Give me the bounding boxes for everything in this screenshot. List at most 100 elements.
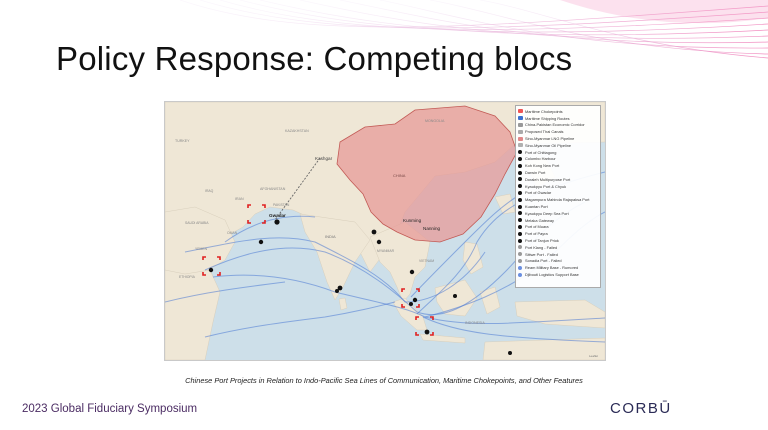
china-region (336, 105, 518, 243)
label-kazakhstan: KAZAKHSTAN (285, 129, 309, 133)
legend-item: Port of Tanjun Priok (518, 237, 598, 244)
legend-item: Port of Chittagong (518, 149, 598, 156)
header-wave-decoration (179, 0, 768, 59)
label-ethiopia: ETHIOPIA (179, 275, 196, 279)
legend-label: Port of Muara (525, 224, 549, 230)
legend-label: Koh Kong New Port (525, 163, 560, 169)
label-vietnam: VIETNAM (419, 259, 434, 263)
legend-swatch (518, 109, 523, 114)
label-oman: OMAN (227, 231, 238, 235)
label-myanmar: MYANMAR (377, 249, 395, 253)
legend-item: Proposed Thai Canals (518, 128, 598, 135)
legend-swatch (518, 122, 523, 127)
port-markers (208, 219, 512, 355)
legend-label: Proposed Thai Canals (525, 129, 564, 135)
figure-caption: Chinese Port Projects in Relation to Ind… (185, 376, 583, 385)
legend-swatch (518, 170, 522, 175)
label-indonesia: INDONESIA (465, 321, 485, 325)
legend-label: Magampura Mahinda Rajapaksa Port (525, 197, 590, 203)
label-saudi: SAUDI ARABIA (185, 221, 209, 225)
legend-item: Sonadia Port - Failed (518, 258, 598, 265)
legend-label: Sonadia Port - Failed (525, 258, 562, 264)
legend-item: Sino-Myanmar Oil Pipeline (518, 142, 598, 149)
legend-swatch (518, 231, 522, 236)
legend-item: Port of Payra (518, 230, 598, 237)
legend-label: Sino-Myanmar LNG Pipeline (525, 136, 575, 142)
legend-swatch (518, 156, 522, 161)
legend-label: Port of Tanjun Priok (525, 238, 559, 244)
legend-label: Darwin Port (525, 170, 546, 176)
legend-swatch (518, 197, 522, 202)
legend-swatch (518, 265, 522, 270)
legend-label: China-Pakistan Economic Corridor (525, 122, 585, 128)
label-nanning: Nanning (423, 226, 441, 231)
legend-label: Djibouti Logistics Support Base (525, 272, 579, 278)
label-pakistan: PAKISTAN (273, 203, 290, 207)
legend-swatch (518, 143, 523, 148)
legend-label: Sino-Myanmar Oil Pipeline (525, 142, 572, 148)
legend-swatch (518, 150, 522, 155)
map-figure: Kashgar Gwadar Kunming Nanning CHINA IND… (164, 101, 606, 361)
legend-item: Maritime Chokepoints (518, 108, 598, 115)
label-china: CHINA (393, 173, 406, 178)
legend-swatch (518, 177, 522, 182)
brand-logo: CORBŪ (610, 400, 672, 417)
label-turkey: TURKEY (175, 139, 190, 143)
legend-label: Colombo Harbour (525, 156, 556, 162)
legend-item: China-Pakistan Economic Corridor (518, 122, 598, 129)
cpec-line (274, 157, 321, 221)
legend-swatch (518, 272, 522, 277)
legend-label: Maritime Chokepoints (525, 108, 563, 114)
legend-swatch (518, 252, 522, 257)
legend-item: Sittwe Port - Failed (518, 251, 598, 258)
legend-swatch (518, 211, 522, 216)
legend-label: Maritime Shipping Routes (525, 115, 570, 121)
legend-item: Koh Kong New Port (518, 162, 598, 169)
legend-label: Kuantan Port (525, 204, 548, 210)
legend-item: Colombo Harbour (518, 156, 598, 163)
map-attribution[interactable]: Leaflet (589, 354, 598, 358)
legend-swatch (518, 204, 522, 209)
legend-label: Melaka Gateway (525, 217, 554, 223)
label-gwadar: Gwadar (269, 213, 286, 218)
legend-swatch (518, 238, 522, 243)
legend-item: Ream Military Base - Rumored (518, 264, 598, 271)
legend-swatch (518, 190, 522, 195)
legend-label: Kyaukpyu Deep Sea Port (525, 210, 569, 216)
legend-label: Port of Chittagong (525, 149, 557, 155)
legend-label: Port of Payra (525, 231, 548, 237)
legend-item: Maritime Shipping Routes (518, 115, 598, 122)
legend-item: Djibouti Logistics Support Base (518, 271, 598, 278)
legend-label: Port Klang - Failed (525, 244, 558, 250)
slide-title: Policy Response: Competing blocs (56, 40, 573, 77)
label-afghanistan: AFGHANISTAN (260, 187, 286, 191)
label-yemen: YEMEN (195, 247, 208, 251)
legend-swatch (518, 136, 523, 141)
legend-item: Port of Muara (518, 224, 598, 231)
label-mongolia: MONGOLIA (425, 119, 445, 123)
label-iran: IRAN (235, 197, 244, 201)
legend-label: Port of Gwadar (525, 190, 552, 196)
legend-item: Magampura Mahinda Rajapaksa Port (518, 196, 598, 203)
legend-item: Kyaukpyu Port & Chyuk (518, 183, 598, 190)
label-iraq: IRAQ (205, 189, 214, 193)
legend-swatch (518, 184, 522, 189)
legend-swatch (518, 245, 522, 250)
footer-event-name: 2023 Global Fiduciary Symposium (22, 403, 198, 415)
legend-swatch (518, 129, 523, 134)
legend-label: Sittwe Port - Failed (525, 251, 558, 257)
legend-item: Darwin Port (518, 169, 598, 176)
legend-label: Doraleh Multipurpose Port (525, 176, 571, 182)
legend-swatch (518, 218, 522, 223)
legend-item: Doraleh Multipurpose Port (518, 176, 598, 183)
legend-swatch (518, 224, 522, 229)
legend-swatch (518, 116, 523, 121)
legend-swatch (518, 258, 522, 263)
legend-label: Ream Military Base - Rumored (525, 265, 579, 271)
legend-label: Kyaukpyu Port & Chyuk (525, 183, 567, 189)
legend-item: Port of Gwadar (518, 190, 598, 197)
legend-item: Port Klang - Failed (518, 244, 598, 251)
label-kunming: Kunming (403, 218, 422, 223)
legend-item: Kuantan Port (518, 203, 598, 210)
legend-swatch (518, 163, 522, 168)
